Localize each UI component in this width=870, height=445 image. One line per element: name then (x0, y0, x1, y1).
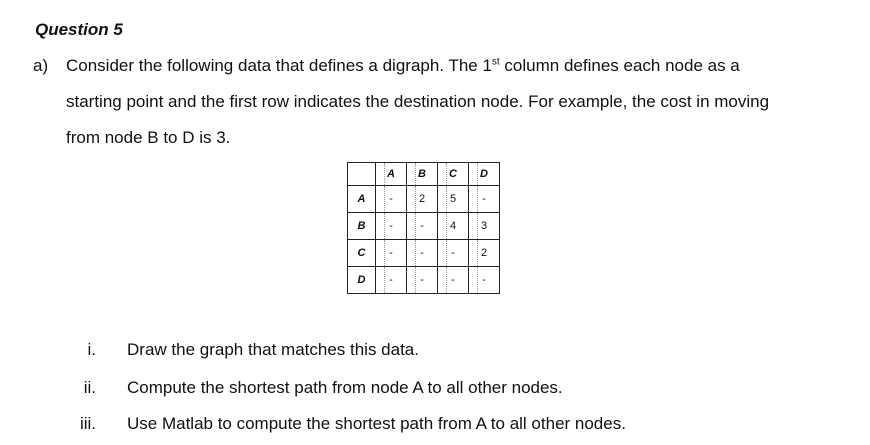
part-a-line-3: from node B to D is 3. (66, 128, 231, 147)
part-a-line-1-pre: Consider the following data that defines… (66, 56, 492, 75)
table-cell: 4 (438, 213, 469, 240)
table-cell: - (469, 186, 499, 213)
task-number: iii. (79, 414, 96, 433)
table-cell: - (376, 267, 407, 293)
row-header: C (348, 240, 376, 267)
table-cell: 2 (469, 240, 499, 267)
part-a-line-1-post: column defines each node as a (499, 56, 740, 75)
column-header: C (438, 163, 469, 186)
table-cell: 2 (407, 186, 438, 213)
column-header: D (469, 163, 499, 186)
task-number: i. (87, 340, 97, 359)
column-header: B (407, 163, 438, 186)
table-row: B - - 4 3 (348, 213, 499, 240)
task-text: Compute the shortest path from node A to… (127, 378, 563, 397)
table-cell: - (376, 213, 407, 240)
table-header-row: A B C D (348, 163, 499, 186)
table-row: D - - - - (348, 267, 499, 293)
part-a-superscript: st (491, 56, 500, 68)
part-a-line-2: starting point and the first row indicat… (66, 92, 770, 111)
row-header: B (348, 213, 376, 240)
task-text: Draw the graph that matches this data. (127, 340, 419, 359)
table-cell: - (407, 240, 438, 267)
table-cell: 3 (469, 213, 499, 240)
table-row: C - - - 2 (348, 240, 499, 267)
question-title: Question 5 (35, 20, 123, 39)
row-header: A (348, 186, 376, 213)
part-a-line-1: Consider the following data that defines… (66, 56, 740, 76)
table-cell: - (438, 240, 469, 267)
table-corner-cell (348, 163, 376, 186)
table-cell: - (407, 267, 438, 293)
table-cell: 5 (438, 186, 469, 213)
task-number: ii. (83, 378, 96, 397)
table-cell: - (469, 267, 499, 293)
row-header: D (348, 267, 376, 293)
part-a-marker: a) (33, 56, 49, 75)
table-cell: - (376, 186, 407, 213)
table-cell: - (407, 213, 438, 240)
task-text: Use Matlab to compute the shortest path … (127, 414, 626, 433)
table-cell: - (438, 267, 469, 293)
cost-table: A B C D A - 2 5 - B - - 4 3 C - - - 2 D … (347, 162, 500, 294)
table-cell: - (376, 240, 407, 267)
table-row: A - 2 5 - (348, 186, 499, 213)
column-header: A (376, 163, 407, 186)
